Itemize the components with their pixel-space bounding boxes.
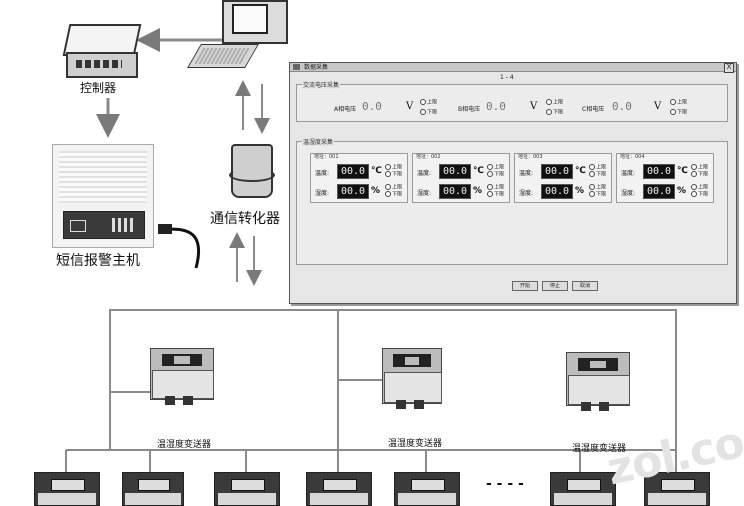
temp-lower-radio[interactable]: 下限: [589, 171, 606, 178]
phase-a-lower-radio[interactable]: 下限: [420, 109, 437, 116]
temp-upper-radio[interactable]: 上限: [385, 164, 402, 171]
temp-display: 00.0: [643, 164, 675, 179]
phase-a-upper-radio[interactable]: 上限: [420, 99, 437, 106]
controller-front: [66, 52, 138, 78]
temp-humidity-group-title: 温湿度采集: [302, 137, 335, 146]
phase-c-label: C相电压: [582, 106, 605, 113]
humidity-upper-radio[interactable]: 上限: [589, 184, 606, 191]
phase-c-upper-radio[interactable]: 上限: [670, 99, 687, 106]
temp-lower-radio[interactable]: 下限: [385, 171, 402, 178]
humidity-display: 00.0: [337, 184, 369, 199]
start-button[interactable]: 开始: [512, 281, 538, 291]
stop-button[interactable]: 停止: [542, 281, 568, 291]
temp-lower-radio[interactable]: 下限: [691, 171, 708, 178]
window-titlebar[interactable]: 数据采集: [290, 63, 736, 72]
window-title: 数据采集: [304, 64, 329, 71]
humidity-unit: %: [575, 186, 585, 196]
comm-converter-device: [229, 144, 275, 198]
temp-unit: ℃: [473, 166, 484, 176]
temp-lower-radio[interactable]: 下限: [487, 171, 504, 178]
temp-upper-radio[interactable]: 上限: [691, 164, 708, 171]
rs485-bus: [109, 309, 677, 451]
humidity-lower-radio[interactable]: 下限: [487, 191, 504, 198]
sensor-node: [306, 472, 372, 506]
data-collection-window: 数据采集 X 1 - 4 交流电压采集 A相电压 0.0 V 上限 下限 B相电…: [289, 62, 737, 304]
phase-b-lower-radio[interactable]: 下限: [546, 109, 563, 116]
sensor-node: [122, 472, 184, 506]
controller-label: 控制器: [80, 81, 117, 95]
humidity-display: 00.0: [541, 184, 573, 199]
transmitter-2: [382, 348, 442, 410]
cancel-button[interactable]: 取消: [572, 281, 598, 291]
transmitter-1: [150, 348, 214, 405]
transmitter-2-label: 温湿度变送器: [388, 439, 443, 449]
humidity-upper-radio[interactable]: 上限: [487, 184, 504, 191]
alarm-host-cable: [159, 227, 201, 269]
phase-b-label: B相电压: [458, 106, 481, 113]
humidity-label: 湿度:: [315, 190, 330, 197]
humidity-lower-radio[interactable]: 下限: [691, 191, 708, 198]
phase-c-value: 0.0: [612, 100, 632, 113]
humidity-display: 00.0: [643, 184, 675, 199]
sensor-panel-1: 地址：001 温度: 00.0 ℃ 上限 下限 湿度: 00.0 % 上限 下限: [310, 153, 408, 203]
phase-a-label: A相电压: [334, 106, 357, 113]
transmitter-3: [566, 352, 630, 412]
humidity-display: 00.0: [439, 184, 471, 199]
sensor-address: 地址：001: [314, 154, 339, 160]
sensor-address: 地址：002: [416, 154, 441, 160]
humidity-lower-radio[interactable]: 下限: [589, 191, 606, 198]
sms-alarm-host-device: [52, 144, 154, 248]
humidity-label: 湿度:: [621, 190, 636, 197]
phase-b-upper-radio[interactable]: 上限: [546, 99, 563, 106]
temp-unit: ℃: [575, 166, 586, 176]
sensor-node: [214, 472, 280, 506]
phase-a-value: 0.0: [362, 100, 382, 113]
sensor-node: [550, 472, 616, 506]
sensor-address: 地址：004: [620, 154, 645, 160]
phase-b-value: 0.0: [486, 100, 506, 113]
phase-a-unit: V: [406, 101, 414, 112]
computer-monitor: [222, 0, 288, 44]
temp-label: 温度:: [417, 170, 432, 177]
window-icon: [293, 64, 300, 70]
humidity-label: 湿度:: [519, 190, 534, 197]
transmitter-3-label: 温湿度变送器: [572, 444, 627, 454]
temp-unit: ℃: [677, 166, 688, 176]
phase-c-unit: V: [654, 101, 662, 112]
ellipsis: - - - -: [486, 476, 524, 492]
sensor-panel-3: 地址：003 温度: 00.0 ℃ 上限 下限 湿度: 00.0 % 上限 下限: [514, 153, 612, 203]
humidity-upper-radio[interactable]: 上限: [385, 184, 402, 191]
humidity-unit: %: [677, 186, 687, 196]
sensor-panel-4: 地址：004 温度: 00.0 ℃ 上限 下限 湿度: 00.0 % 上限 下限: [616, 153, 714, 203]
humidity-upper-radio[interactable]: 上限: [691, 184, 708, 191]
sensor-node: [34, 472, 100, 506]
temp-upper-radio[interactable]: 上限: [589, 164, 606, 171]
page-counter: 1 - 4: [500, 74, 514, 81]
temp-label: 温度:: [519, 170, 534, 177]
sensor-node: [644, 472, 710, 506]
comm-converter-label: 通信转化器: [210, 211, 280, 227]
humidity-unit: %: [371, 186, 381, 196]
temp-display: 00.0: [439, 164, 471, 179]
temp-upper-radio[interactable]: 上限: [487, 164, 504, 171]
phase-b-unit: V: [530, 101, 538, 112]
ac-voltage-group-title: 交流电压采集: [302, 80, 341, 89]
sensor-address: 地址：003: [518, 154, 543, 160]
humidity-label: 湿度:: [417, 190, 432, 197]
humidity-unit: %: [473, 186, 483, 196]
sensor-panel-2: 地址：002 温度: 00.0 ℃ 上限 下限 湿度: 00.0 % 上限 下限: [412, 153, 510, 203]
temp-label: 温度:: [315, 170, 330, 177]
temp-unit: ℃: [371, 166, 382, 176]
close-button[interactable]: X: [724, 63, 734, 73]
ac-voltage-group: [296, 84, 728, 122]
phase-c-lower-radio[interactable]: 下限: [670, 109, 687, 116]
temp-display: 00.0: [541, 164, 573, 179]
temp-display: 00.0: [337, 164, 369, 179]
humidity-lower-radio[interactable]: 下限: [385, 191, 402, 198]
temp-label: 温度:: [621, 170, 636, 177]
sensor-node: [394, 472, 460, 506]
transmitter-1-label: 温湿度变送器: [157, 440, 212, 450]
sms-alarm-host-label: 短信报警主机: [56, 253, 140, 269]
